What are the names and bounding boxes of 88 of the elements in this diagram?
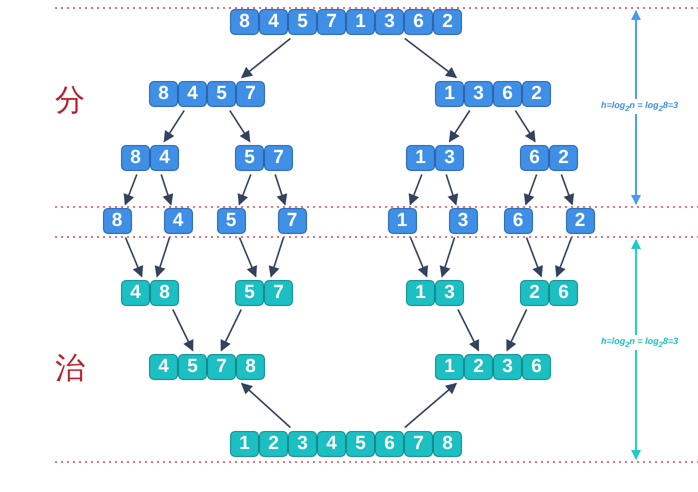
array-cell: 7 bbox=[278, 208, 306, 234]
array-cell: 4 bbox=[164, 208, 192, 234]
arrow bbox=[124, 237, 144, 278]
array-cell: 8 bbox=[433, 430, 462, 456]
arrow bbox=[160, 174, 174, 206]
array-cell: 4 bbox=[150, 144, 179, 170]
arrow bbox=[506, 309, 528, 352]
array-cell: 6 bbox=[504, 208, 532, 234]
arrow bbox=[124, 174, 138, 206]
array-cell: 8 bbox=[150, 280, 179, 306]
arrow bbox=[555, 237, 572, 278]
array-cell: 1 bbox=[435, 80, 464, 106]
array-cell: 7 bbox=[207, 354, 236, 380]
array-cell: 7 bbox=[317, 8, 346, 34]
array-cell: 1 bbox=[406, 144, 435, 170]
section-label: 治 bbox=[55, 350, 85, 388]
array-cell: 1 bbox=[388, 208, 416, 234]
array-cell: 5 bbox=[235, 144, 264, 170]
height-formula: h=log$_{2}$n = log$_{2}$8=3 bbox=[601, 335, 678, 350]
arrow bbox=[220, 309, 242, 352]
array-cell: 2 bbox=[522, 80, 551, 106]
arrow bbox=[560, 174, 574, 206]
array-cell: 6 bbox=[520, 144, 549, 170]
array-cell: 3 bbox=[375, 8, 404, 34]
array-cell: 7 bbox=[236, 80, 265, 106]
array-cell: 2 bbox=[549, 144, 578, 170]
arrow bbox=[164, 110, 185, 142]
arrow bbox=[404, 38, 458, 78]
arrow bbox=[240, 38, 291, 78]
array-cell: 3 bbox=[493, 354, 522, 380]
array-cell: 1 bbox=[346, 8, 375, 34]
arrow bbox=[238, 237, 258, 278]
array-cell: 4 bbox=[178, 80, 207, 106]
array-cell: 2 bbox=[566, 208, 594, 234]
array-cell: 3 bbox=[435, 144, 464, 170]
array-cell: 5 bbox=[235, 280, 264, 306]
array-cell: 6 bbox=[522, 354, 551, 380]
array-cell: 1 bbox=[435, 354, 464, 380]
arrow bbox=[445, 174, 458, 206]
array-cell: 5 bbox=[207, 80, 236, 106]
array-cell: 8 bbox=[121, 144, 150, 170]
height-formula: h=log$_{2}$n = log$_{2}$8=3 bbox=[601, 99, 678, 114]
arrow bbox=[268, 237, 284, 278]
arrow bbox=[410, 237, 428, 278]
arrow bbox=[524, 174, 538, 206]
array-cell: 3 bbox=[288, 430, 317, 456]
array-cell: 5 bbox=[178, 354, 207, 380]
array-cell: 3 bbox=[464, 80, 493, 106]
array-cell: 7 bbox=[264, 144, 293, 170]
arrow bbox=[229, 110, 250, 142]
array-cell: 6 bbox=[404, 8, 433, 34]
arrow bbox=[274, 174, 288, 206]
arrow bbox=[240, 382, 291, 428]
array-cell: 7 bbox=[264, 280, 293, 306]
arrow bbox=[448, 110, 470, 142]
arrow bbox=[526, 237, 543, 278]
array-cell: 8 bbox=[230, 8, 259, 34]
array-cell: 5 bbox=[346, 430, 375, 456]
array-cell: 2 bbox=[433, 8, 462, 34]
arrow bbox=[404, 382, 458, 428]
arrow bbox=[457, 309, 480, 352]
arrow bbox=[440, 237, 456, 278]
arrow bbox=[154, 237, 170, 278]
array-cell: 8 bbox=[102, 208, 132, 234]
section-label: 分 bbox=[55, 82, 85, 120]
array-cell: 3 bbox=[448, 208, 478, 234]
arrow bbox=[408, 174, 423, 206]
array-cell: 3 bbox=[435, 280, 464, 306]
array-cell: 1 bbox=[406, 280, 435, 306]
arrow bbox=[172, 309, 194, 352]
array-cell: 2 bbox=[520, 280, 549, 306]
array-cell: 8 bbox=[236, 354, 265, 380]
array-cell: 1 bbox=[230, 430, 259, 456]
array-cell: 4 bbox=[259, 8, 288, 34]
array-cell: 2 bbox=[259, 430, 288, 456]
array-cell: 8 bbox=[149, 80, 178, 106]
array-cell: 6 bbox=[493, 80, 522, 106]
array-cell: 5 bbox=[288, 8, 317, 34]
array-cell: 7 bbox=[404, 430, 433, 456]
array-cell: 6 bbox=[549, 280, 578, 306]
array-cell: 2 bbox=[464, 354, 493, 380]
array-cell: 6 bbox=[375, 430, 404, 456]
array-cell: 4 bbox=[121, 280, 150, 306]
array-cell: 4 bbox=[317, 430, 346, 456]
arrow bbox=[514, 110, 536, 142]
array-cell: 4 bbox=[149, 354, 178, 380]
array-cell: 5 bbox=[216, 208, 246, 234]
arrow bbox=[238, 174, 252, 206]
